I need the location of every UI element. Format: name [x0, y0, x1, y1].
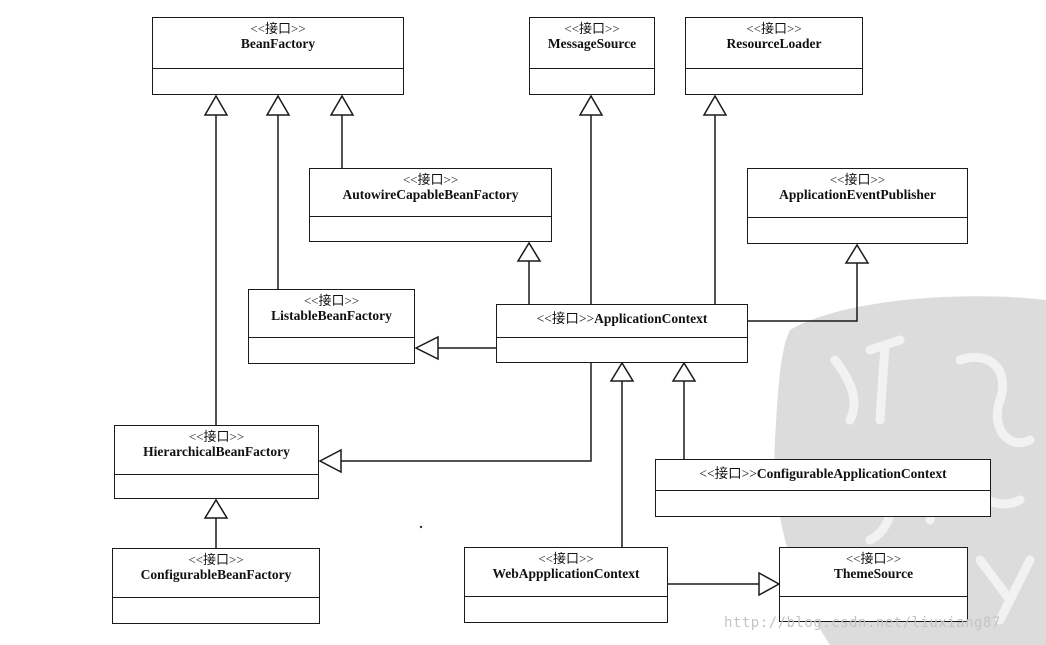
arrowhead — [265, 94, 291, 116]
autowire-capable-bean-factory-header: <<接口>> AutowireCapableBeanFactory — [310, 169, 551, 217]
listable-bean-factory-box: <<接口>> ListableBeanFactory — [248, 289, 415, 364]
arrowhead — [702, 94, 728, 116]
listable-bean-factory-name: ListableBeanFactory — [271, 308, 392, 323]
hierarchical-bean-factory-header: <<接口>> HierarchicalBeanFactory — [115, 426, 318, 475]
arrowhead — [671, 361, 697, 382]
arrowhead — [318, 448, 342, 474]
theme-source-header: <<接口>> ThemeSource — [780, 548, 967, 597]
configurable-bean-factory-box: <<接口>> ConfigurableBeanFactory — [112, 548, 320, 624]
edge-appcontext-to-hierarchical — [341, 363, 592, 462]
bean-factory-box: <<接口>> BeanFactory — [152, 17, 404, 95]
hierarchical-bean-factory-box: <<接口>> HierarchicalBeanFactory — [114, 425, 319, 499]
stereotype-label: <<接口>> — [402, 172, 459, 187]
stereotype-label: <<接口>> — [250, 21, 306, 36]
listable-bean-factory-header: <<接口>> ListableBeanFactory — [249, 290, 414, 338]
theme-source-name: ThemeSource — [833, 566, 914, 581]
web-application-context-name: WebAppplicationContext — [492, 566, 640, 581]
configurable-application-context-header: <<接口>>ConfigurableApplicationContext — [656, 460, 990, 491]
stereotype-label: <<接口>> — [536, 311, 595, 326]
stereotype-label: <<接口>> — [538, 551, 594, 566]
web-application-context-box: <<接口>> WebAppplicationContext — [464, 547, 668, 623]
web-application-context-header: <<接口>> WebAppplicationContext — [465, 548, 667, 597]
arrowhead — [758, 571, 781, 597]
arrowhead — [578, 94, 604, 116]
arrowhead — [329, 94, 355, 116]
arrowhead — [609, 361, 635, 382]
arrowhead — [203, 94, 229, 116]
resource-loader-name: ResourceLoader — [726, 36, 822, 51]
stereotype-label: <<接口>> — [188, 552, 244, 567]
stereotype-label: <<接口>> — [303, 293, 360, 308]
watermark-url: http://blog.csdn.net/liuxiang87 — [724, 615, 1001, 631]
message-source-box: <<接口>> MessageSource — [529, 17, 655, 95]
application-event-publisher-name: ApplicationEventPublisher — [779, 187, 936, 202]
bean-factory-name: BeanFactory — [240, 36, 316, 51]
message-source-header: <<接口>> MessageSource — [530, 18, 654, 69]
arrowhead — [203, 498, 229, 519]
edge-appcontext-to-eventpublisher — [748, 263, 858, 322]
stereotype-label: <<接口>> — [845, 551, 902, 566]
stereotype-label: <<接口>> — [746, 21, 802, 36]
resource-loader-header: <<接口>> ResourceLoader — [686, 18, 862, 69]
configurable-bean-factory-name: ConfigurableBeanFactory — [140, 567, 292, 582]
stereotype-label: <<接口>> — [188, 429, 245, 444]
stereotype-label: <<接口>> — [699, 466, 757, 481]
theme-source-box: <<接口>> ThemeSource — [779, 547, 968, 622]
autowire-capable-bean-factory-name: AutowireCapableBeanFactory — [342, 187, 519, 202]
arrowhead — [844, 243, 870, 264]
configurable-application-context-name: ConfigurableApplicationContext — [756, 466, 947, 481]
hierarchical-bean-factory-name: HierarchicalBeanFactory — [143, 444, 290, 459]
arrowhead — [414, 335, 439, 361]
configurable-bean-factory-header: <<接口>> ConfigurableBeanFactory — [113, 549, 319, 598]
bean-factory-header: <<接口>> BeanFactory — [153, 18, 403, 69]
configurable-application-context-box: <<接口>>ConfigurableApplicationContext — [655, 459, 991, 517]
autowire-capable-bean-factory-box: <<接口>> AutowireCapableBeanFactory — [309, 168, 552, 242]
application-context-header: <<接口>>ApplicationContext — [497, 305, 747, 338]
application-context-box: <<接口>>ApplicationContext — [496, 304, 748, 363]
application-event-publisher-header: <<接口>> ApplicationEventPublisher — [748, 169, 967, 218]
stereotype-label: <<接口>> — [564, 21, 620, 36]
resource-loader-box: <<接口>> ResourceLoader — [685, 17, 863, 95]
arrowhead — [516, 241, 542, 262]
application-event-publisher-box: <<接口>> ApplicationEventPublisher — [747, 168, 968, 244]
stereotype-label: <<接口>> — [829, 172, 886, 187]
stray-dot — [419, 525, 423, 529]
application-context-name: ApplicationContext — [594, 311, 708, 326]
message-source-name: MessageSource — [547, 36, 637, 51]
